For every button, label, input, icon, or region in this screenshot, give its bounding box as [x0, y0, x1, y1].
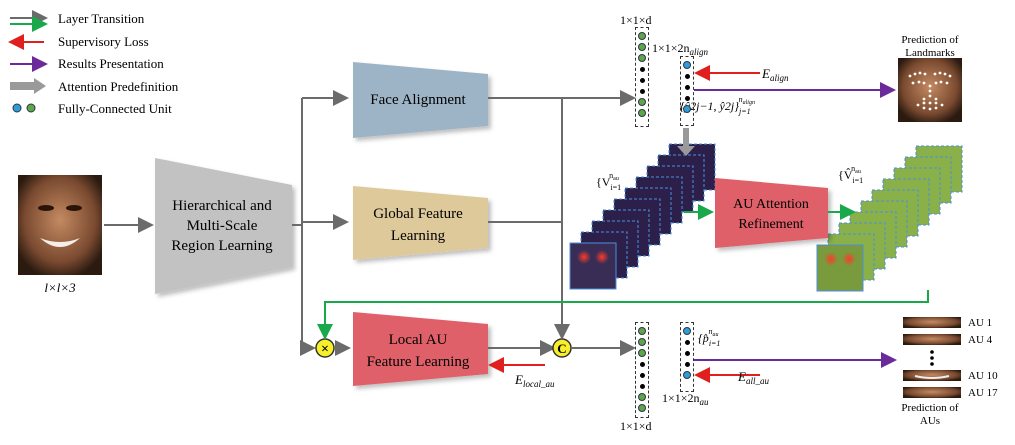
ellipsis-dot — [685, 96, 690, 101]
aus-title-line1: Prediction of — [901, 402, 958, 414]
ellipsis-dot — [640, 89, 645, 94]
legend-label-results: Results Presentation — [58, 56, 164, 71]
landmarks-face-image — [898, 58, 962, 122]
au-output-strips — [903, 317, 961, 398]
ellipsis-dot — [685, 85, 690, 90]
ellipsis-dot — [640, 67, 645, 72]
ellipsis-dot — [685, 351, 690, 356]
fc-unit — [683, 371, 691, 379]
au-loss-label: Eall_au — [737, 369, 769, 386]
global-feature-block — [353, 186, 488, 260]
local-au-block — [353, 312, 488, 386]
fc-unit — [638, 54, 646, 62]
hmr-block — [155, 158, 292, 294]
legend: Layer Transition Supervisory Loss Result… — [8, 10, 179, 116]
V-hat-math: {V̂i=1nau — [838, 164, 863, 185]
fc-column-top-d — [635, 27, 649, 127]
au-attention-label-line2: Refinement — [738, 217, 803, 232]
aus-title-line2: AUs — [920, 415, 940, 427]
legend-label-fc: Fully-Connected Unit — [58, 101, 172, 116]
au-label-10: AU 10 — [968, 370, 998, 382]
au-label-4: AU 4 — [968, 334, 993, 346]
face-alignment-label: Face Alignment — [370, 92, 466, 108]
au-label-1: AU 1 — [968, 317, 992, 329]
attention-hotspot — [595, 250, 609, 264]
legend-label-attention: Attention Predefinition — [58, 79, 179, 94]
fc-unit — [638, 349, 646, 357]
fc-unit — [638, 393, 646, 401]
face-alignment-block — [353, 62, 488, 138]
ellipsis-dot — [685, 362, 690, 367]
attention-map — [569, 242, 617, 290]
landmarks-title-line2: Landmarks — [905, 47, 954, 59]
hmr-label-line2: Multi-Scale — [187, 218, 258, 234]
dim-align-2n: 1×1×2nalign — [652, 41, 709, 57]
au-attention-block — [715, 178, 828, 248]
landmarks-title-line1: Prediction of — [901, 34, 958, 46]
landmarks-math: {ŷ2j−1, ŷ2j}j=1nalign — [680, 95, 755, 116]
input-size-label: l×l×3 — [44, 280, 76, 295]
ellipsis-dot — [685, 340, 690, 345]
p-math: {p̂i=1nau — [698, 327, 720, 348]
legend-fc-blue-icon — [12, 103, 22, 113]
dim-top-d: 1×1×d — [620, 13, 652, 27]
hmr-label-line3: Region Learning — [171, 238, 273, 254]
legend-label-layer: Layer Transition — [58, 11, 145, 26]
fc-unit — [638, 43, 646, 51]
arrow-refined-to-multiply — [317, 290, 929, 340]
fc-column-bottom-d — [635, 322, 649, 418]
fc-unit — [638, 98, 646, 106]
ellipsis-dot — [685, 74, 690, 79]
legend-fc-green-icon — [26, 103, 36, 113]
attention-map-stack — [569, 143, 716, 290]
multiply-symbol: × — [321, 342, 329, 357]
au-strip-10 — [903, 370, 961, 381]
ellipsis-dot — [640, 384, 645, 389]
concat-symbol: C — [557, 341, 566, 356]
fc-unit — [638, 109, 646, 117]
hmr-fanout-connectors — [292, 90, 349, 356]
fc-unit — [638, 32, 646, 40]
au-strip-4 — [903, 334, 961, 345]
ellipsis-dot — [640, 362, 645, 367]
au-strip-1 — [903, 317, 961, 328]
au-strip-17 — [903, 387, 961, 398]
ellipsis-dot — [640, 78, 645, 83]
legend-attention-arrow — [10, 78, 46, 94]
fc-unit — [683, 327, 691, 335]
attention-hotspot — [842, 252, 856, 266]
refined-attention-map-stack — [816, 145, 963, 292]
legend-label-loss: Supervisory Loss — [58, 34, 149, 49]
fc-unit — [638, 327, 646, 335]
au-attention-label-line1: AU Attention — [733, 197, 809, 212]
dim-bottom-d: 1×1×d — [620, 419, 652, 433]
fc-unit — [683, 61, 691, 69]
fc-unit — [683, 105, 691, 113]
global-feature-label-line2: Learning — [391, 228, 446, 244]
au-label-17: AU 17 — [968, 387, 998, 399]
local-au-label-line2: Feature Learning — [367, 354, 470, 370]
ellipsis-dot — [640, 373, 645, 378]
V-math: {Vi=1nau — [596, 171, 621, 192]
input-face-image — [18, 175, 102, 275]
align-loss-label: Ealign — [761, 66, 789, 83]
global-feature-label-line1: Global Feature — [373, 206, 463, 222]
fc-column-au-2n — [680, 322, 694, 392]
attention-predefinition-arrow — [677, 128, 695, 156]
local-au-loss-label: Elocal_au — [514, 372, 555, 389]
hmr-label-line1: Hierarchical and — [172, 198, 272, 214]
attention-hotspot — [824, 252, 838, 266]
attention-map — [816, 244, 864, 292]
dim-au-2n: 1×1×2nau — [662, 391, 709, 407]
attention-hotspot — [577, 250, 591, 264]
fc-unit — [638, 404, 646, 412]
fc-column-align-2n — [680, 56, 694, 126]
local-au-label-line1: Local AU — [389, 332, 448, 348]
fc-unit — [638, 338, 646, 346]
